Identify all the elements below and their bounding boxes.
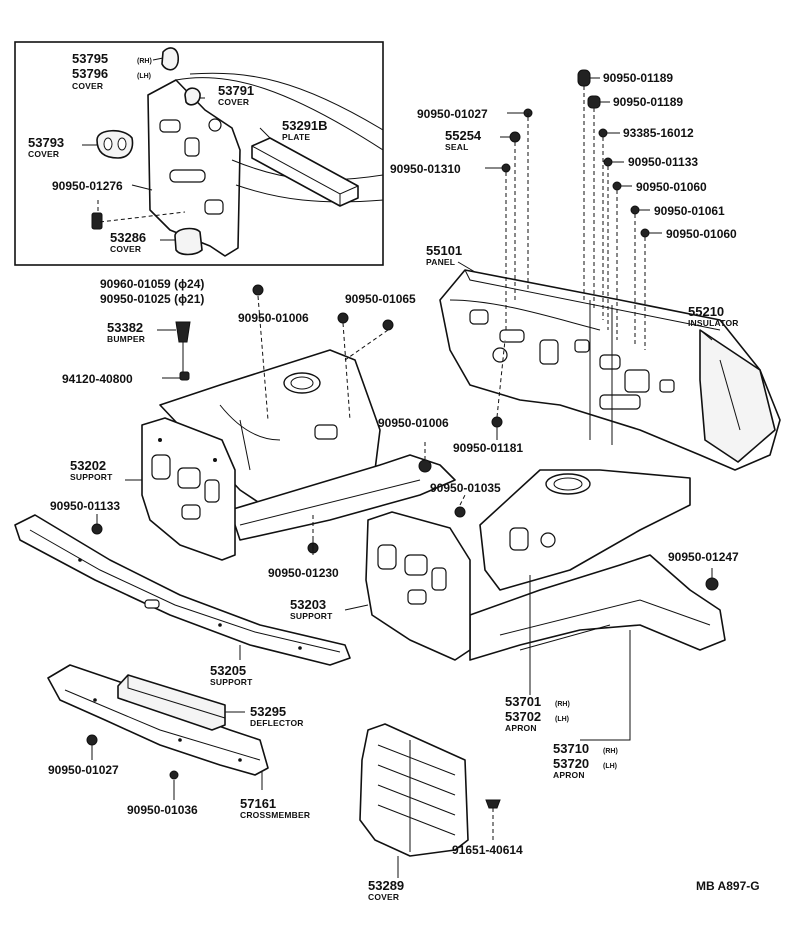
bumper-53382-shape [175,321,191,343]
sub-53793: COVER [28,149,59,159]
label-53286: 53286 [110,230,146,245]
label-55254: 55254 [445,128,482,143]
label-90960-01059: 90960-01059 (ϕ24) [100,277,204,291]
label-90950-01247: 90950-01247 [668,550,739,564]
label-53791: 53791 [218,83,254,98]
label-90950-01189-b: 90950-01189 [613,95,683,109]
sub-53720: APRON [553,770,585,780]
sub-53382: BUMPER [107,334,145,344]
sub-53702: APRON [505,723,537,733]
right-front-structure [365,469,726,661]
tag-53710: (RH) [603,748,618,755]
label-90950-01061: 90950-01061 [654,204,725,218]
tag-53701: (RH) [555,701,570,708]
label-93385-16012: 93385-16012 [623,126,694,140]
label-90950-01065: 90950-01065 [345,292,416,306]
label-53795: 53795 [72,51,108,66]
label-90950-01230: 90950-01230 [268,566,339,580]
tag-53795: (RH) [137,58,152,65]
label-53796: 53796 [72,66,108,81]
support-53205-group [14,514,351,666]
label-90950-01133-a: 90950-01133 [628,155,698,169]
sub-55210: INSULATOR [688,318,739,328]
leader-lines [91,77,713,878]
label-90950-01276: 90950-01276 [52,179,123,193]
label-90950-01036: 90950-01036 [127,803,198,817]
label-90950-01025: 90950-01025 (ϕ21) [100,292,204,306]
label-53702: 53702 [505,709,541,724]
right-apron-shape [479,469,691,591]
tag-53796: (LH) [137,73,151,80]
label-90950-01060-a: 90950-01060 [636,180,707,194]
label-90950-01133-b: 90950-01133 [50,499,120,513]
sub-53202: SUPPORT [70,472,113,482]
left-front-structure [141,349,456,561]
label-53289: 53289 [368,878,404,893]
label-90950-01027-a: 90950-01027 [417,107,488,121]
tag-53702: (LH) [555,716,569,723]
support-53205-shape [14,514,351,666]
cover-53793-shape [96,129,134,159]
crossmember-57161-shape [47,664,269,776]
cover-53286-shape [174,227,203,256]
cover-53289-group [359,723,469,857]
label-57161: 57161 [240,796,276,811]
part-labels: 53795 (RH) 53796 (LH) COVER 53791 COVER … [28,51,760,902]
dash-panel-shape [439,269,781,471]
diagram-reference: MB A897-G [696,879,760,893]
cover-53289-shape [359,723,469,857]
inset-detail [14,41,384,266]
label-90950-01035: 90950-01035 [430,481,501,495]
label-53205: 53205 [210,663,246,678]
sub-53286: COVER [110,244,141,254]
label-90950-01181: 90950-01181 [453,441,523,455]
label-53701: 53701 [505,694,541,709]
label-91651-40614: 91651-40614 [452,843,523,857]
nut-40800-shape [179,371,190,381]
sub-53205: SUPPORT [210,677,253,687]
left-apron-shape [159,349,381,511]
sub-53796: COVER [72,81,103,91]
dash-panel-assembly [439,269,781,471]
front-cross-rail-shape [229,454,456,541]
label-53295: 53295 [250,704,286,719]
crossmember-group [47,664,269,776]
label-90950-01060-b: 90950-01060 [666,227,737,241]
label-90950-01189-a: 90950-01189 [603,71,673,85]
label-90950-01310: 90950-01310 [390,162,461,176]
label-55101: 55101 [426,243,462,258]
label-94120-40800: 94120-40800 [62,372,133,386]
sub-57161: CROSSMEMBER [240,810,310,820]
label-53291b: 53291B [282,118,328,133]
support-53203-shape [365,511,471,661]
sub-53291b: PLATE [282,132,310,142]
label-53203: 53203 [290,597,326,612]
label-90950-01006-a: 90950-01006 [238,311,309,325]
label-53382: 53382 [107,320,143,335]
cover-53795-shape [161,47,180,71]
lower-apron-shape [469,554,726,661]
label-53710: 53710 [553,741,589,756]
label-90950-01006-b: 90950-01006 [378,416,449,430]
label-53202: 53202 [70,458,106,473]
label-90950-01027-b: 90950-01027 [48,763,119,777]
hole-plug-01059 [252,284,264,296]
label-53720: 53720 [553,756,589,771]
sub-55254: SEAL [445,142,468,152]
sub-55101: PANEL [426,257,455,267]
sub-53791: COVER [218,97,249,107]
sub-53203: SUPPORT [290,611,333,621]
insulator-shape [699,329,776,463]
label-55210: 55210 [688,304,724,319]
sub-53295: DEFLECTOR [250,718,304,728]
label-53793: 53793 [28,135,64,150]
cover-53791-shape [184,87,201,106]
support-53202-shape [141,417,236,561]
sub-53289: COVER [368,892,399,902]
tag-53720: (LH) [603,763,617,770]
